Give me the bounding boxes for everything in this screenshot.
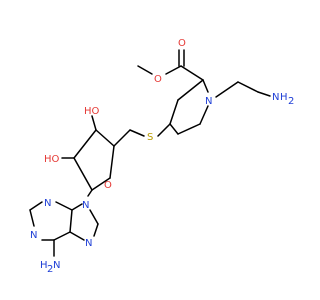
bond-c4-n3	[55, 201, 73, 211]
bond-n1-c6	[199, 105, 209, 125]
bond-n7-c5	[69, 231, 85, 241]
bond-c3prime-c4prime	[95, 129, 115, 147]
bond-c6-c5	[177, 123, 201, 135]
bond-n3-c2	[29, 201, 43, 211]
bond-c4-s	[157, 123, 171, 137]
atom-amino-h-subscript: 2	[47, 264, 53, 275]
atom-ribose-o: O	[104, 180, 112, 191]
bond-n1-ethyl-a	[215, 81, 239, 98]
atom-ester-o: O	[154, 74, 162, 85]
atom-amino-n: N	[53, 260, 60, 271]
bond-c6-c5	[53, 231, 71, 241]
bond-methyl-o	[137, 65, 153, 75]
atom-purine-n9: N	[82, 200, 89, 211]
bond-o4prime-c1prime	[91, 177, 111, 191]
atom-amine-h-subscript: 2	[288, 96, 294, 107]
atom-purine-n1: N	[30, 230, 37, 241]
atom-oh-upper: HO	[84, 106, 100, 117]
atom-sulfur: S	[147, 132, 153, 143]
atom-amine-h: H	[280, 92, 288, 103]
bonds	[29, 49, 271, 257]
bond-ethyl-b	[237, 81, 259, 93]
bond-c1prime-c2prime	[73, 157, 93, 191]
bond-carbonyl-c2	[180, 65, 204, 81]
atom-piperidine-n: N	[205, 96, 212, 107]
bond-c4prime-o4prime	[109, 145, 115, 179]
bond-c3-c2	[177, 79, 204, 101]
atom-ester-carbonyl-o: O	[178, 38, 186, 49]
atom-purine-n3: N	[44, 198, 51, 209]
atom-amino-h: H	[40, 260, 48, 271]
molecule-structure: O O N N H 2 S HO HO O N N N N H 2 N	[29, 38, 294, 275]
bond-c4-n9	[71, 203, 83, 211]
bond-c4-c3	[169, 99, 179, 125]
atom-purine-n7: N	[85, 238, 92, 249]
bond-c2prime-c3prime	[73, 129, 97, 159]
bond-c5-c4	[69, 209, 73, 233]
bond-ch2-c4prime	[113, 129, 131, 147]
bond-s-ch2	[129, 129, 145, 137]
bond-c2-n1	[202, 79, 209, 93]
atom-oh-lower: HO	[44, 154, 60, 165]
bond-c2-n1	[29, 209, 35, 227]
bond-c8-n7-double	[93, 223, 99, 237]
bond-o-carbonyl	[165, 65, 182, 75]
bond-c3prime-oh	[91, 115, 97, 131]
bond-n9-c8	[89, 209, 99, 225]
bond-ethyl-nh2	[257, 91, 271, 97]
atom-labels: O O N N H 2 S HO HO O N N N N H 2 N	[30, 38, 294, 275]
atom-amine-n: N	[272, 92, 279, 103]
bond-c5-c4	[169, 123, 179, 135]
bond-c1prime-n9	[87, 189, 93, 197]
